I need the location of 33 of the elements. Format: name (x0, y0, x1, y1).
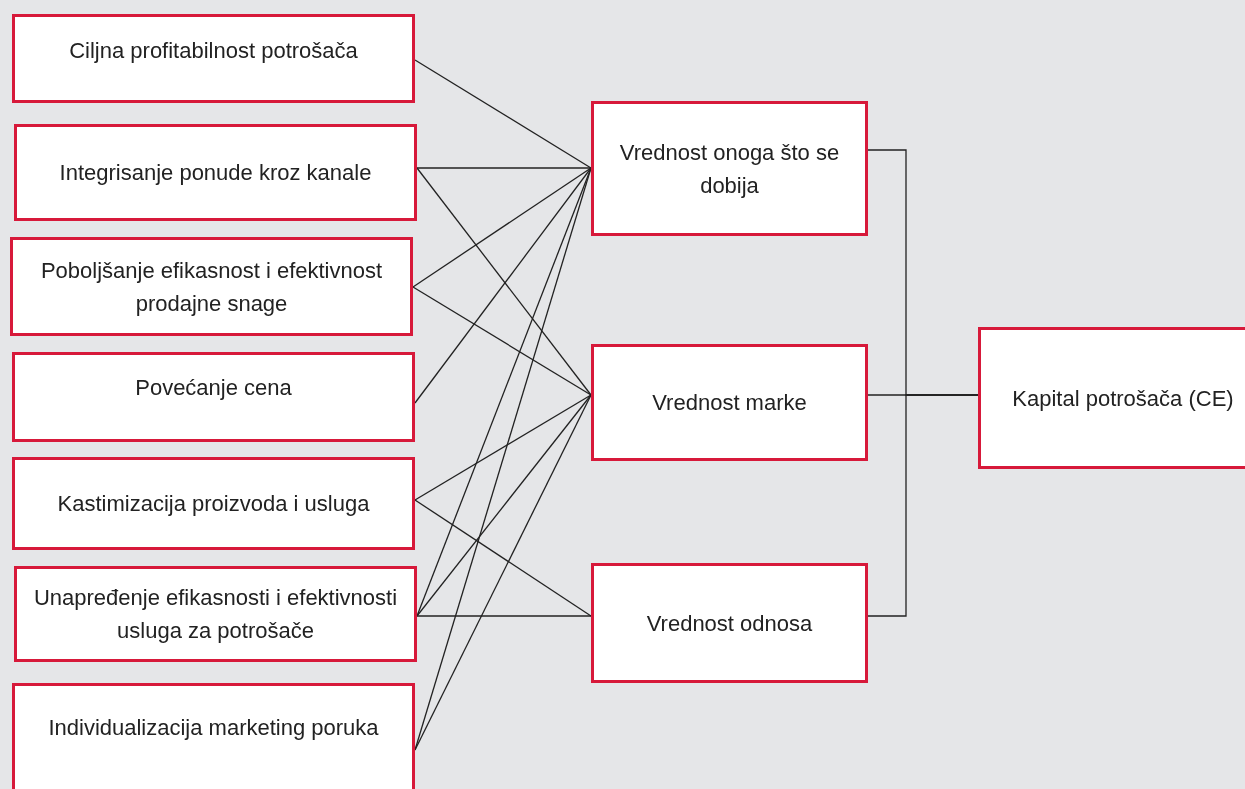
box-label: Integrisanje ponude kroz kanale (59, 159, 372, 187)
process-box (12, 352, 415, 442)
process-box (591, 563, 868, 683)
connector-line (414, 394, 592, 751)
process-box (12, 14, 415, 103)
box-label: Unapređenje efikasnosti i efektivnosti usluga za potrošače (32, 584, 399, 645)
connector-line (412, 167, 592, 288)
box-label: Individualizacija marketing poruka (48, 713, 379, 742)
process-box (12, 457, 415, 550)
box-label: Poboljšanje efikasnost i efektivnost prodajne snage (39, 256, 384, 318)
process-box (14, 566, 417, 662)
connector-line (416, 167, 592, 617)
connector-line (416, 167, 592, 169)
box-label: Vrednost onoga što se dobija (618, 138, 841, 200)
connector-line (416, 615, 592, 617)
process-box (978, 327, 1245, 469)
connector-line (412, 286, 592, 396)
box-label: Kapital potrošača (CE) (1012, 384, 1234, 413)
connector-line (867, 394, 979, 617)
box-label: Povećanje cena (135, 373, 292, 402)
box-label: Kastimizacija proizvoda i usluga (57, 490, 370, 518)
box-label: Ciljna profitabilnost potrošača (69, 37, 358, 65)
connector-line (416, 394, 592, 617)
connector-line (414, 59, 592, 169)
connector-line (414, 499, 592, 617)
box-label: Vrednost marke (652, 389, 807, 417)
process-box (591, 344, 868, 461)
process-box (14, 124, 417, 221)
box-label: Vrednost odnosa (646, 609, 813, 638)
connector-line (414, 394, 592, 501)
process-box (12, 683, 415, 789)
process-box (591, 101, 868, 236)
process-box (10, 237, 413, 336)
